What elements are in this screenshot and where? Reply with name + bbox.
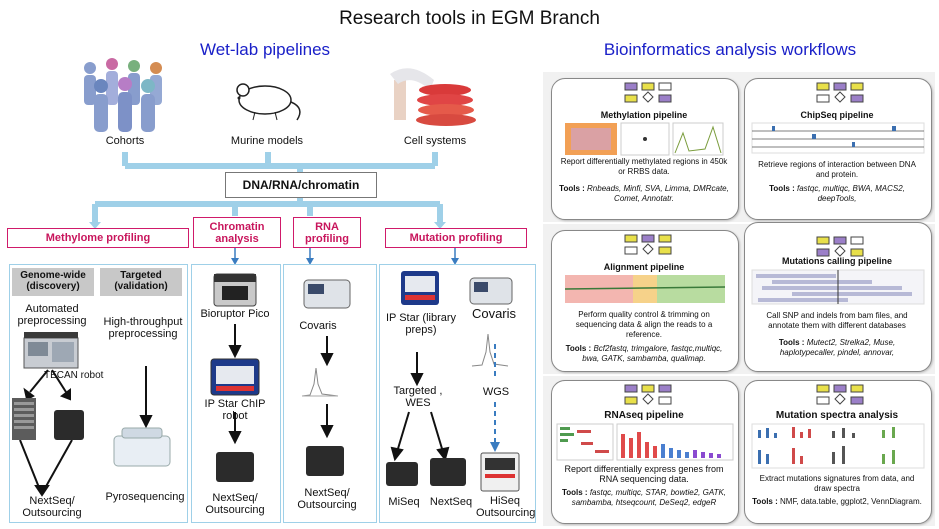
workflow-mutation-spectra-title: Mutation spectra analysis [775,410,899,421]
chromatin-analysis-box: Chromatin analysis [193,217,281,248]
genome-wide-header: Genome-wide (discovery) [12,268,94,296]
bioruptor-label: Bioruptor Pico [200,308,270,320]
bioruptor-image [213,273,257,307]
miseq-image [386,462,418,486]
high-throughput-label: High-throughput preprocessing [103,316,183,340]
pyrosequencing-label: Pyrosequencing [105,491,185,503]
rna-nextseq-label: NextSeq/ Outsourcing [297,487,357,511]
wgs-label: WGS [482,386,510,398]
workflow-mutations-calling-desc: Call SNP and indels from bam files, and … [766,311,908,330]
mutation-nextseq-label: NextSeq [429,496,473,508]
tecan-label: TECAN robot [44,370,104,381]
rna-arrows [320,336,334,439]
workflow-methylation-desc: Report differentially methylated regions… [560,157,728,176]
hiseq-label: HiSeq Outsourcing [476,495,536,519]
targeted-wes-label: Targeted , WES [393,385,443,409]
mutation-covaris-image [469,277,513,305]
mouse-image [236,83,301,121]
chipseq-thumbnail [751,122,925,154]
workflow-alignment-tools: Tools : Bcf2fastq, trimgalore, fastqc,mu… [565,344,723,363]
workflow-mutation-spectra-desc: Extract mutations signatures from data, … [759,474,915,493]
alignment-thumbnail [564,275,726,303]
workflow-methylation-title: Methylation pipeline [600,110,688,120]
methylation-flow-icon [624,82,672,103]
targeted-header: Targeted (validation) [100,268,182,296]
alignment-flow-icon [624,234,672,255]
ipstar-chip-robot-image [210,358,260,396]
automated-preprocessing-label: Automated preprocessing [17,303,87,327]
rna-covaris-label: Covaris [299,320,337,332]
workflow-mutation-spectra-tools: Tools : NMF, data.table, ggplot2, VennDi… [752,497,922,506]
workflow-alignment-desc: Perform quality control & trimming on se… [575,310,713,339]
ipstar-chip-label: IP Star ChIP robot [204,398,266,422]
server-rack-image [12,398,36,440]
rnaseq-flow-icon [624,384,672,405]
mutations-calling-thumbnail [751,269,925,305]
mutation-covaris-label: Covaris [471,306,517,321]
workflow-methylation-tools: Tools : Rnbeads, Minfi, SVA, Limma, DMRc… [559,184,729,203]
wetlab-title: Wet-lab pipelines [199,40,331,59]
workflow-chipseq-desc: Retrieve regions of interaction between … [758,160,916,179]
page-title: Research tools in EGM Branch [339,8,600,29]
methylome-nextseq-label: NextSeq/ Outsourcing [22,495,82,519]
workflow-rnaseq-tools: Tools : fastqc, multiqc, STAR, bowtie2, … [561,488,727,507]
pyrosequencer-image [113,427,171,467]
hiseq-image [480,452,520,492]
workflow-chipseq-title: ChipSeq pipeline [800,110,874,120]
mutation-spectra-thumbnail [751,423,925,469]
mutation-profiling-box: Mutation profiling [385,228,527,248]
bioinfo-title: Bioinformatics analysis workflows [603,40,857,59]
chromatin-nextseq-label: NextSeq/ Outsourcing [205,492,265,516]
methylome-arrows [19,366,153,497]
rnaseq-thumbnail [556,423,734,461]
cohorts-image [84,58,162,132]
methylome-panel [9,264,188,523]
mutation-nextseq-image [430,458,466,486]
source-cells-label: Cell systems [403,135,467,147]
workflow-chipseq-tools: Tools : fastqc, multiqc, BWA, MACS2, dee… [769,184,905,203]
tecan-robot-image [23,332,79,369]
nextseq-instrument-image [54,410,84,440]
rna-fragment-profile [301,367,339,397]
mutations-calling-flow-icon [816,236,864,257]
methylome-profiling-box: Methylome profiling [7,228,189,248]
ipstar-library-label: IP Star (library preps) [385,312,457,336]
workflow-rnaseq-title: RNAseq pipeline [604,410,684,421]
rna-nextseq-image [306,446,344,476]
source-murine-label: Murine models [230,135,304,147]
mutation-arrows [390,344,500,462]
workflow-mutations-calling-title: Mutations calling pipeline [781,256,892,266]
covaris-image [303,279,351,309]
miseq-label: MiSeq [388,496,420,508]
chromatin-arrows [228,324,242,445]
workflow-mutations-calling-tools: Tools : Mutect2, Strelka2, Muse, haploty… [778,338,896,357]
ipstar-library-image [401,271,439,305]
workflow-alignment-title: Alignment pipeline [603,262,685,272]
workflow-rnaseq-desc: Report differentially express genes from… [564,464,724,484]
dna-rna-chromatin-hub: DNA/RNA/chromatin [225,172,377,198]
methylation-thumbnail [565,122,724,156]
cell-systems-image [390,68,476,126]
mutation-spectra-flow-icon [816,384,864,405]
chromatin-nextseq-image [216,452,254,482]
chipseq-flow-icon [816,82,864,103]
rna-profiling-box: RNA profiling [293,217,361,248]
source-cohorts-label: Cohorts [105,135,145,147]
